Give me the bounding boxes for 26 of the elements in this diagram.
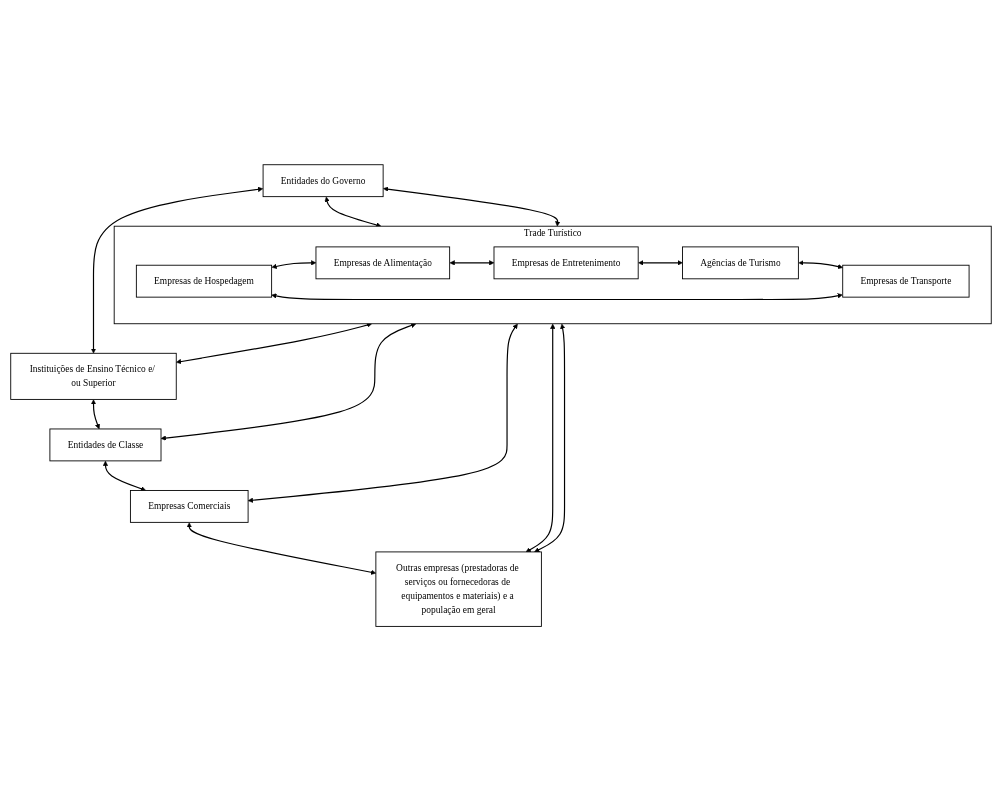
arrow bbox=[383, 186, 561, 227]
arrow bbox=[176, 322, 372, 365]
node-box: Empresas de Entretenimento bbox=[493, 246, 639, 280]
node-box: Empresas Comerciais bbox=[129, 489, 249, 523]
node-box: Agências de Turismo bbox=[682, 246, 799, 280]
arrow bbox=[271, 260, 317, 269]
node-box: Outras empresas (prestadoras de serviços ou fornecedoras de equipamentos e materiais) e a população em geral bbox=[375, 551, 542, 627]
arrow bbox=[90, 186, 264, 354]
node-box: Empresas de Transporte bbox=[842, 264, 970, 298]
arrow bbox=[160, 322, 417, 441]
arrow bbox=[534, 323, 566, 553]
arrow bbox=[186, 522, 377, 575]
node-box: Empresas de Alimentação bbox=[315, 246, 451, 280]
arrow bbox=[798, 260, 843, 270]
arrow bbox=[324, 196, 382, 228]
node-box: Empresas de Hospedagem bbox=[135, 264, 273, 298]
arrow bbox=[247, 323, 518, 503]
arrow bbox=[638, 260, 683, 266]
node-box: Entidades do Governo bbox=[262, 164, 384, 198]
arrow bbox=[102, 460, 146, 492]
node-box: Entidades de Classe bbox=[49, 428, 162, 462]
arrow bbox=[271, 293, 843, 301]
arrow bbox=[90, 399, 100, 430]
arrow bbox=[525, 323, 556, 553]
node-box: Instituições de Ensino Técnico e/ ou Superior bbox=[10, 352, 177, 400]
arrow bbox=[449, 260, 495, 266]
